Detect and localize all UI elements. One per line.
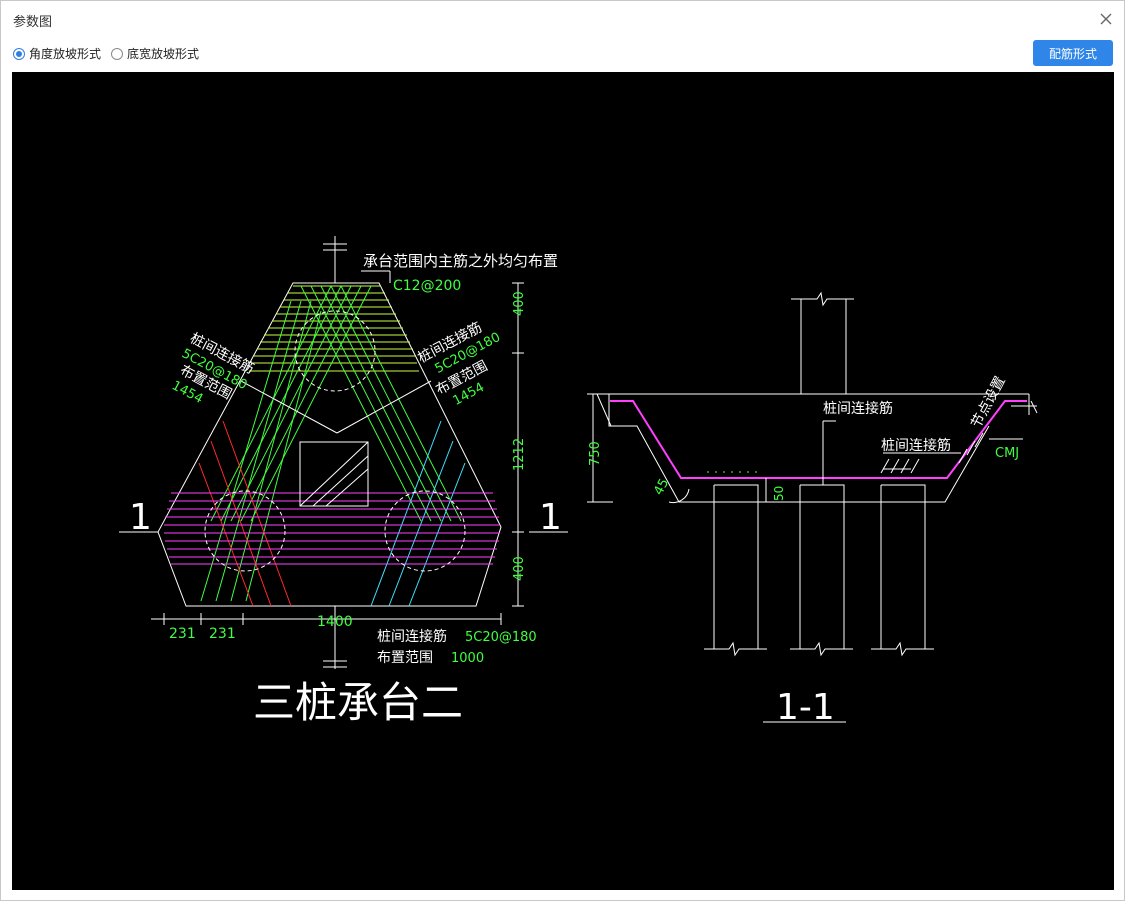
dim-b2-text: 231 xyxy=(209,626,236,642)
radio-width-label: 底宽放坡形式 xyxy=(127,47,200,61)
dialog-title: 参数图 xyxy=(13,15,53,30)
pile-top xyxy=(294,310,376,392)
plan-caption: 三桩承台二 xyxy=(253,678,463,727)
close-icon[interactable] xyxy=(1098,11,1114,27)
dim-750-text: 750 xyxy=(588,441,603,466)
radio-angle-slope[interactable]: 角度放坡形式 xyxy=(13,45,101,62)
radio-checked-icon xyxy=(13,47,25,60)
rebar-form-button[interactable]: 配筋形式 xyxy=(1033,40,1113,66)
bottom-range-text: 1000 xyxy=(451,651,484,666)
horizontal-rebar-magenta xyxy=(164,492,500,565)
dim-top-text: 400 xyxy=(512,291,527,316)
toolbar: 角度放坡形式 底宽放坡形式 配筋形式 xyxy=(1,39,1124,69)
section-caption: 1-1 xyxy=(776,687,835,728)
cmj-text: CMJ xyxy=(995,446,1019,461)
section-label-right: 桩间连接筋 xyxy=(881,437,951,454)
bottom-rebar-text: 5C20@180 xyxy=(465,630,537,645)
cap-outline xyxy=(157,282,502,607)
section-text: 桩间连接筋 桩间连接筋 节点设置 CMJ 750 50 45 1-1 xyxy=(588,374,1019,728)
column-box xyxy=(299,441,369,507)
pile-left xyxy=(204,490,286,572)
radio-unchecked-icon xyxy=(111,47,123,60)
angle-text: 45 xyxy=(651,476,672,498)
drawing-canvas: 承台范围内主筋之外均匀布置 C12@200 桩间连接筋 5C20@180 布置范… xyxy=(12,72,1114,890)
section-view xyxy=(587,291,1038,723)
dim-50-text: 50 xyxy=(772,486,786,501)
dim-bot-text: 400 xyxy=(512,556,527,581)
section-label-center: 桩间连接筋 xyxy=(823,400,893,417)
section-mark-right: 1 xyxy=(539,497,562,538)
diagonal-rebar-green xyxy=(200,285,462,602)
top-note-text: 承台范围内主筋之外均匀布置 xyxy=(363,252,558,270)
bottom-label-2: 布置范围 xyxy=(377,649,433,666)
radio-angle-label: 角度放坡形式 xyxy=(29,47,102,61)
diagonal-rebar-cyan xyxy=(370,420,466,607)
cad-drawing: 承台范围内主筋之外均匀布置 C12@200 桩间连接筋 5C20@180 布置范… xyxy=(119,236,1038,728)
titlebar: 参数图 xyxy=(1,1,1124,37)
pile-right xyxy=(384,490,466,572)
section-mark-left: 1 xyxy=(129,497,152,538)
dim-b1-text: 231 xyxy=(169,626,196,642)
section-bottom-rebar xyxy=(610,400,1027,479)
plan-view xyxy=(119,236,568,722)
dim-mid-text: 1212 xyxy=(512,438,527,471)
radio-width-slope[interactable]: 底宽放坡形式 xyxy=(111,45,199,62)
diagonal-rebar-red xyxy=(198,420,292,607)
dim-b3-text: 1400 xyxy=(317,614,353,630)
bottom-label-1: 桩间连接筋 xyxy=(377,628,447,645)
top-rebar-text: C12@200 xyxy=(393,278,461,294)
